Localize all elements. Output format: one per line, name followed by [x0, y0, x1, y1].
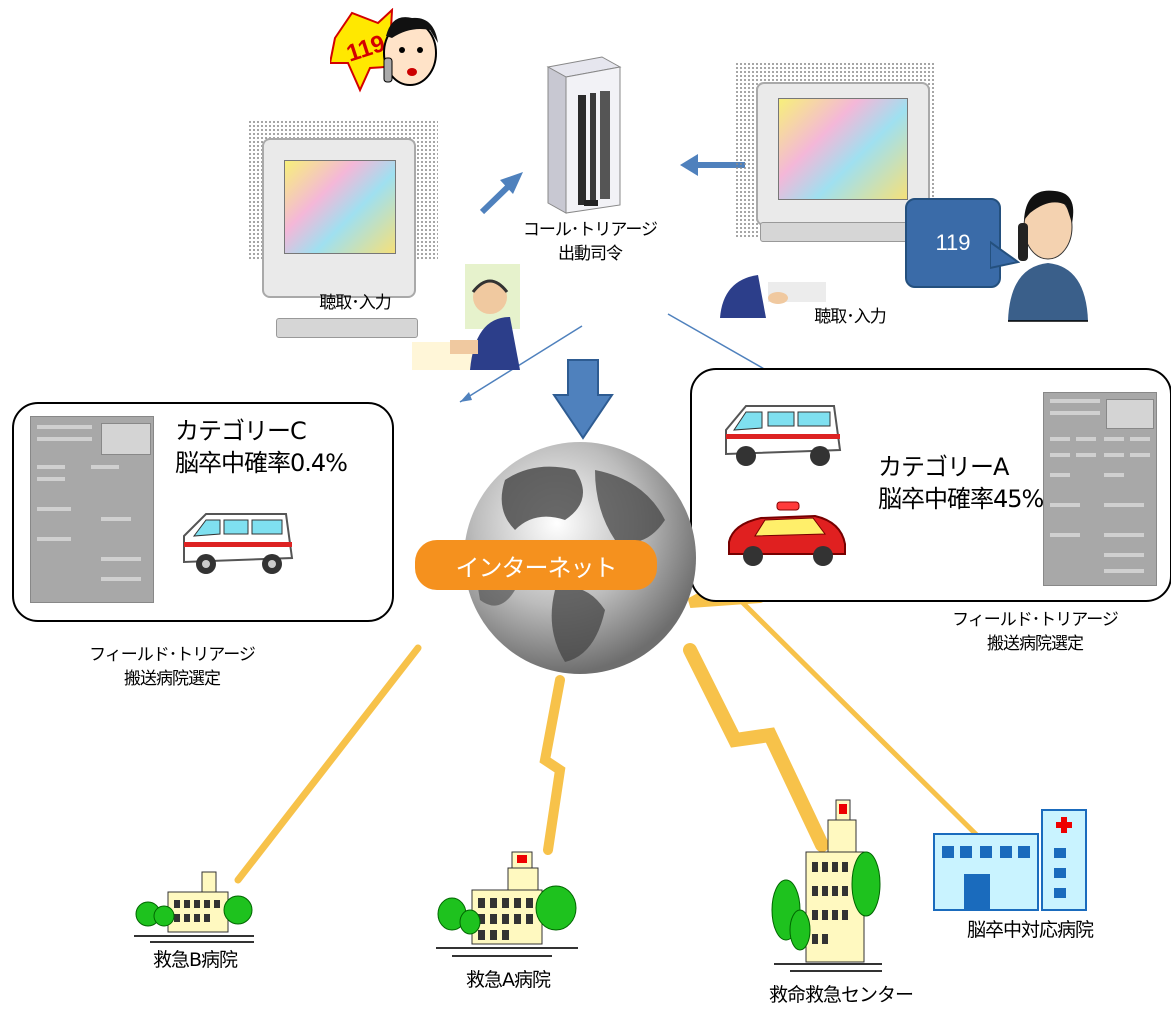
internet-badge: インターネット — [415, 540, 657, 590]
ambulance-icon-a — [720, 400, 845, 470]
category-c-title: カテゴリーC — [175, 417, 307, 445]
category-c-probability: 脳卒中確率0.4% — [175, 449, 348, 477]
left-monitor-stand — [276, 318, 418, 338]
callout-number: 119 — [935, 230, 971, 255]
link-to-center — [683, 643, 829, 852]
dispatch-line1: コール･トリアージ — [522, 220, 658, 240]
category-c-form — [30, 416, 154, 603]
fire-command-car-icon — [725, 498, 850, 568]
link-to-hospital-b — [234, 644, 422, 884]
left-operator — [410, 262, 520, 372]
category-a-form — [1043, 392, 1157, 586]
left-monitor-screen — [284, 160, 396, 254]
hospital-b-label: 救急B病院 — [152, 949, 238, 971]
server-tower — [540, 55, 625, 215]
phone-caller — [1000, 175, 1090, 323]
category-a-title: カテゴリーA — [878, 453, 1009, 481]
ambulance-icon — [178, 506, 298, 578]
field-triage-right-line2: 搬送病院選定 — [987, 634, 1084, 654]
right-operator — [718, 270, 828, 320]
field-triage-left-line1: フィールド･トリアージ — [89, 645, 256, 665]
hospital-a-label: 救急A病院 — [466, 969, 551, 991]
stroke-hospital-icon — [930, 808, 1090, 914]
callout-tail — [990, 240, 1020, 270]
caller-cartoon: 119 — [328, 7, 440, 94]
field-triage-left: フィールド･トリアージ 搬送病院選定 — [72, 643, 272, 691]
right-monitor-screen — [778, 98, 908, 200]
hospital-b-icon — [130, 870, 255, 945]
category-a-probability: 脳卒中確率45% — [878, 485, 1044, 513]
arrow-down-to-internet — [552, 359, 614, 440]
right-monitor-stand — [760, 222, 912, 242]
field-triage-left-line2: 搬送病院選定 — [124, 669, 221, 689]
emergency-center-label: 救命救急センター — [768, 984, 914, 1006]
dispatch-link-right — [667, 313, 781, 379]
right-terminal-label: 聴取･入力 — [814, 307, 887, 327]
call-119-callout: 119 — [905, 198, 1001, 288]
dispatch-label: コール･トリアージ 出動司令 — [515, 218, 665, 266]
hospital-a-icon — [432, 850, 582, 960]
dispatch-line2: 出動司令 — [558, 244, 623, 264]
stroke-hospital-label: 脳卒中対応病院 — [966, 919, 1094, 941]
emergency-center-icon — [770, 790, 885, 975]
field-triage-right-line1: フィールド･トリアージ — [952, 610, 1119, 630]
field-triage-right: フィールド･トリアージ 搬送病院選定 — [935, 608, 1135, 656]
dispatch-link-left — [459, 325, 583, 403]
left-terminal-label: 聴取･入力 — [319, 293, 392, 313]
internet-label: インターネット — [455, 553, 618, 582]
link-to-hospital-a — [539, 675, 566, 855]
